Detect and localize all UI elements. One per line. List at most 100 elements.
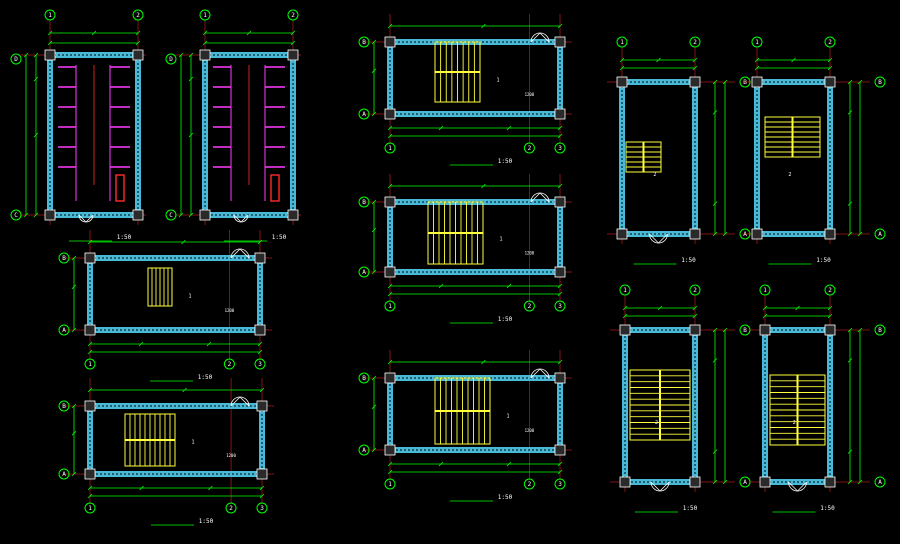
dimension-tick: [206, 341, 212, 347]
drawing-scale: 1:50: [199, 518, 214, 525]
grid-bubble-label: C: [14, 212, 18, 219]
structural-column: [84, 468, 96, 480]
grid-bubble-label: B: [62, 403, 66, 410]
dimension-tick: [71, 403, 77, 409]
dimension-tick: [712, 327, 718, 333]
grid-bubble: 1: [616, 36, 628, 48]
grid-bubble-circle: [523, 142, 535, 154]
dimension-tick: [387, 291, 393, 297]
grid-bubble: 3: [254, 358, 266, 370]
dimension-tick: [135, 40, 141, 46]
grid-bubble-circle: [44, 9, 56, 21]
dimension-chain: [754, 57, 833, 63]
elevation-note: 1200: [226, 453, 236, 458]
grid-bubble-circle: [384, 478, 396, 490]
structural-column: [132, 209, 144, 221]
grid-bubble-circle: [58, 400, 70, 412]
dimension-chain: [387, 291, 563, 297]
door-arc: [530, 192, 550, 203]
structural-column: [824, 324, 836, 336]
grid-bubble-circle: [751, 36, 763, 48]
wall-hatch: [389, 41, 561, 115]
grid-bubble-label: A: [878, 231, 882, 238]
structural-column: [619, 324, 631, 336]
grid-bubble: 3: [554, 300, 566, 312]
grid-bubble-circle: [824, 36, 836, 48]
structural-column: [759, 324, 771, 336]
door-leaf: [239, 396, 250, 407]
dimension-chain-vertical: [722, 79, 728, 237]
structural-column: [554, 372, 566, 384]
dimension-tick: [712, 79, 718, 85]
dimension-tick: [712, 110, 718, 115]
door-leaf: [539, 368, 550, 379]
dimension-tick: [87, 239, 93, 245]
door-leaf: [530, 32, 541, 43]
stair-number: 2: [788, 172, 791, 178]
dimension-tick: [257, 239, 263, 245]
dimension-tick: [178, 212, 184, 218]
grid-bubble-label: 2: [528, 303, 532, 310]
dimension-tick: [712, 479, 718, 485]
stair-treads: [147, 267, 173, 307]
structural-column: [751, 76, 763, 88]
dimension-tick: [692, 313, 698, 319]
drawing-scale: 1:50: [820, 505, 835, 512]
dimension-tick: [619, 57, 625, 63]
door-swing: [650, 481, 670, 492]
dimension-tick: [387, 469, 393, 475]
door-leaf: [649, 233, 659, 244]
grid-bubble: 2: [523, 300, 535, 312]
grid-bubble: A: [358, 266, 370, 278]
dimension-tick: [857, 79, 863, 85]
dimension-chain-vertical: [23, 52, 29, 218]
grid-bubble: C: [165, 209, 177, 221]
drawing-title: 1:50: [450, 316, 513, 324]
grid-bubble-label: B: [362, 375, 366, 382]
wall-outline: [84, 400, 268, 480]
door-swing: [230, 248, 250, 259]
grid-bubble-circle: [619, 284, 631, 296]
door-leaf: [650, 481, 661, 492]
structural-column: [554, 196, 566, 208]
dimension-tick: [371, 199, 377, 205]
door-leaf: [788, 481, 798, 492]
structural-column: [44, 49, 56, 61]
dimension-tick: [71, 284, 77, 290]
dimension-tick: [847, 201, 853, 206]
door-swing: [788, 481, 807, 492]
stair-number: 1: [188, 294, 191, 300]
grid-bubble-label: 1: [48, 12, 52, 19]
grid-bubble-label: 1: [88, 505, 92, 512]
dimension-chain: [762, 305, 833, 311]
grid-bubble-circle: [689, 284, 701, 296]
grid-bubble-label: 1: [203, 12, 207, 19]
dimension-chain: [387, 283, 563, 289]
wall-hatch: [204, 54, 294, 216]
dimension-tick: [847, 449, 853, 454]
wall-outline: [384, 196, 566, 278]
grid-bubble: A: [874, 228, 886, 240]
dimension-tick: [622, 305, 628, 311]
grid-bubble-label: 3: [558, 303, 562, 310]
dimension-chain: [47, 40, 141, 46]
grid-bubble-label: 1: [388, 145, 392, 152]
elevation-note: 1200: [525, 92, 535, 97]
grid-bubble-label: 2: [693, 287, 697, 294]
elevation-note: 1200: [525, 251, 535, 256]
dimension-tick: [87, 349, 93, 355]
dimension-tick: [722, 79, 728, 85]
grid-bubble-circle: [874, 476, 886, 488]
wall-hatch: [89, 257, 261, 331]
dimension-chain-vertical: [188, 52, 194, 218]
door-arc: [650, 481, 670, 492]
grid-bubble-circle: [358, 36, 370, 48]
grid-bubble-label: A: [62, 327, 66, 334]
grid-bubble: D: [10, 53, 22, 65]
elevation-note: 1200: [225, 308, 235, 313]
dimension-tick: [387, 359, 393, 365]
grid-bubble-circle: [225, 502, 237, 514]
dimension-tick: [827, 65, 833, 71]
grid-bubble: 3: [554, 142, 566, 154]
